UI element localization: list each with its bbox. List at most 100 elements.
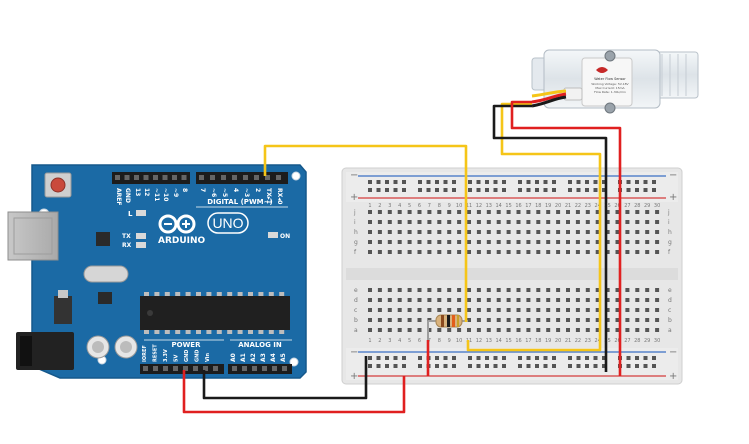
- breadboard-center-channel: [346, 268, 678, 280]
- column-number: 26: [614, 338, 620, 344]
- column-number: 8: [438, 203, 441, 209]
- rail-hole: [643, 188, 648, 192]
- breadboard-hole: [546, 298, 551, 302]
- breadboard-hole: [546, 288, 551, 292]
- breadboard-hole: [585, 288, 590, 292]
- rail-hole: [535, 180, 539, 184]
- led-rx-label: RX: [122, 242, 132, 249]
- rail-hole: [393, 356, 398, 360]
- breadboard-hole: [595, 308, 600, 312]
- breadboard-hole: [645, 210, 650, 214]
- rail-hole: [502, 188, 506, 192]
- breadboard-hole: [397, 328, 402, 332]
- breadboard-hole: [526, 328, 531, 332]
- breadboard-hole: [575, 288, 580, 292]
- breadboard-hole: [526, 220, 531, 224]
- row-letter: d: [668, 297, 672, 304]
- header-pin: [183, 366, 188, 371]
- breadboard-hole: [615, 230, 620, 234]
- breadboard-hole: [566, 210, 570, 214]
- row-letter: d: [354, 297, 358, 304]
- breadboard-hole: [387, 220, 392, 224]
- breadboard-hole: [457, 240, 462, 244]
- header-pin: [210, 175, 215, 180]
- breadboard-hole: [486, 250, 491, 254]
- breadboard-hole: [566, 328, 570, 332]
- rail-hole: [602, 188, 606, 192]
- rail-hole: [568, 180, 572, 184]
- rail-minus-label: −: [350, 170, 358, 181]
- rail-hole: [485, 356, 489, 360]
- rail-hole: [585, 188, 589, 192]
- breadboard-hole: [467, 250, 471, 254]
- column-number: 19: [545, 203, 551, 209]
- breadboard-hole: [506, 318, 511, 322]
- digital-pin-label: 7: [199, 188, 206, 192]
- column-number: 3: [388, 203, 391, 209]
- power-pin-label: 5V: [174, 355, 180, 362]
- breadboard-hole: [536, 298, 541, 302]
- sensor-outlet-thread: [653, 51, 699, 99]
- breadboard-hole: [635, 250, 640, 254]
- header-pin: [143, 175, 149, 180]
- rail-hole: [543, 188, 548, 192]
- rail-hole: [418, 180, 422, 184]
- breadboard-hole: [387, 318, 392, 322]
- column-number: 30: [654, 203, 660, 209]
- rail-hole: [576, 364, 581, 368]
- breadboard-hole: [467, 220, 471, 224]
- breadboard-hole: [496, 210, 501, 214]
- uno-badge: [207, 212, 249, 234]
- breadboard-hole: [536, 308, 541, 312]
- breadboard-hole: [427, 240, 432, 244]
- digital-pin-label: AREF: [115, 188, 122, 205]
- header-pin: [242, 366, 247, 371]
- header-pin: [276, 175, 281, 180]
- column-number: 2: [378, 203, 381, 209]
- breadboard-hole: [575, 298, 580, 302]
- breadboard-hole: [437, 220, 442, 224]
- breadboard-hole: [397, 220, 402, 224]
- arduino-logo-icon: [158, 214, 196, 234]
- breadboard-hole: [585, 308, 590, 312]
- breadboard-hole: [368, 308, 372, 312]
- breadboard-hole: [546, 250, 551, 254]
- breadboard-hole: [566, 250, 570, 254]
- rail-hole: [652, 364, 656, 368]
- sensor-signal-wire-yellow: [466, 102, 602, 352]
- breadboard-hole: [546, 220, 551, 224]
- sensor-power-wire-red: [510, 100, 622, 376]
- column-number: 27: [624, 338, 630, 344]
- column-number: 1: [368, 338, 371, 344]
- rail-hole: [376, 364, 381, 368]
- bottom-rail-minus-label-right: −: [669, 347, 677, 358]
- breadboard-hole: [427, 308, 432, 312]
- breadboard-hole: [496, 298, 501, 302]
- breadboard-hole: [655, 210, 660, 214]
- breadboard-hole: [556, 288, 561, 292]
- breadboard-hole: [526, 210, 531, 214]
- header-pin: [134, 175, 139, 180]
- sensor-label-line-2: Working Voltage: 5V-18V: [591, 82, 629, 86]
- breadboard-hole: [476, 220, 481, 224]
- row-letter: h: [668, 229, 672, 236]
- rail-hole: [402, 356, 406, 360]
- header-pin: [199, 175, 204, 180]
- rail-hole: [552, 356, 556, 360]
- resistor: [427, 314, 468, 340]
- row-letter: j: [353, 209, 356, 216]
- rail-hole: [452, 356, 456, 360]
- breadboard-hole: [615, 240, 620, 244]
- breadboard-hole: [457, 220, 462, 224]
- breadboard-hole: [566, 240, 570, 244]
- breadboard-hole: [595, 288, 600, 292]
- row-letter: f: [354, 249, 357, 256]
- column-number: 10: [456, 203, 462, 209]
- led-tx: [136, 233, 146, 239]
- breadboard-hole: [516, 308, 521, 312]
- breadboard-hole: [625, 240, 630, 244]
- breadboard-hole: [407, 328, 412, 332]
- breadboard-hole: [625, 230, 630, 234]
- rail-hole: [526, 356, 531, 360]
- breadboard-hole: [407, 308, 412, 312]
